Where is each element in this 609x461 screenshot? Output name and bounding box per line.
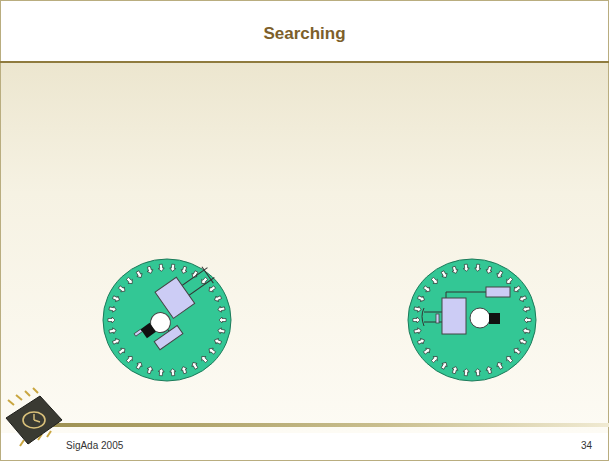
sensor-arrow xyxy=(440,361,449,370)
sensor-arrow xyxy=(135,270,144,279)
sensor-arrow xyxy=(217,305,225,312)
sensor-arrow xyxy=(474,264,481,272)
sensor-arrow xyxy=(485,366,493,375)
page-number: 34 xyxy=(581,440,592,451)
sensor-arrow xyxy=(423,346,432,355)
sensor-arrow xyxy=(108,317,115,323)
sensor-arrow xyxy=(485,266,493,275)
sensor-arrow xyxy=(518,337,527,345)
sensor-arrow xyxy=(423,285,432,294)
sensor-arrow xyxy=(180,366,188,375)
sensor-arrow xyxy=(169,264,176,272)
sensor-arrow xyxy=(522,327,530,334)
sensor-arrow xyxy=(146,266,154,275)
robot-left xyxy=(103,259,231,381)
sensor-arrow xyxy=(474,368,481,376)
sensor-arrow xyxy=(135,361,144,370)
sensor-arrow xyxy=(451,266,459,275)
sensor-arrow xyxy=(118,346,127,355)
sensor-arrow xyxy=(200,354,209,363)
sensor-arrow xyxy=(505,276,514,285)
sensor-arrow xyxy=(109,327,117,334)
sensor-arrow xyxy=(414,327,422,334)
sensor-arrow xyxy=(430,354,439,363)
sensor-arrow xyxy=(180,266,188,275)
robot-right xyxy=(408,259,536,381)
sensor-arrow xyxy=(217,327,225,334)
sensor-arrow xyxy=(207,346,216,355)
sensor-arrow xyxy=(440,270,449,279)
sensor-arrow xyxy=(169,368,176,376)
sensor-arrow xyxy=(125,354,134,363)
sensor-arrow xyxy=(512,346,521,355)
title-rule xyxy=(0,61,609,63)
sensor-arrow xyxy=(213,294,222,302)
sensor-arrow xyxy=(505,354,514,363)
content-ground xyxy=(0,63,609,433)
sensor-arrow xyxy=(495,361,504,370)
sensor-arrow xyxy=(451,366,459,375)
sensor-arrow xyxy=(158,264,165,272)
sensor-arrow xyxy=(219,317,226,323)
sensor-arrow xyxy=(112,294,121,302)
sensor-arrow xyxy=(207,285,216,294)
sensor-arrow xyxy=(512,285,521,294)
sensor-arrow xyxy=(518,294,527,302)
footer-bar xyxy=(40,423,609,427)
sensor-arrow xyxy=(112,337,121,345)
footer-text: SigAda 2005 xyxy=(66,440,123,451)
sensor-arrow xyxy=(495,270,504,279)
sensor-arrow xyxy=(463,264,470,272)
sensor-arrow xyxy=(417,337,426,345)
sensor-arrow xyxy=(522,305,530,312)
sensor-arrow xyxy=(158,368,165,376)
sensor-arrow xyxy=(463,368,470,376)
sensor-arrow xyxy=(118,285,127,294)
sensor-arrow xyxy=(213,337,222,345)
sensor-arrow xyxy=(414,305,422,312)
sensor-arrow xyxy=(413,317,420,323)
sensor-arrow xyxy=(417,294,426,302)
sensor-arrow xyxy=(109,305,117,312)
slide-title: Searching xyxy=(0,24,609,44)
sensor-arrow xyxy=(146,366,154,375)
sensor-arrow xyxy=(524,317,531,323)
sensor-arrow xyxy=(190,361,199,370)
sensor-arrow xyxy=(125,276,134,285)
sensor-arrow xyxy=(430,276,439,285)
chip-logo xyxy=(6,388,62,446)
